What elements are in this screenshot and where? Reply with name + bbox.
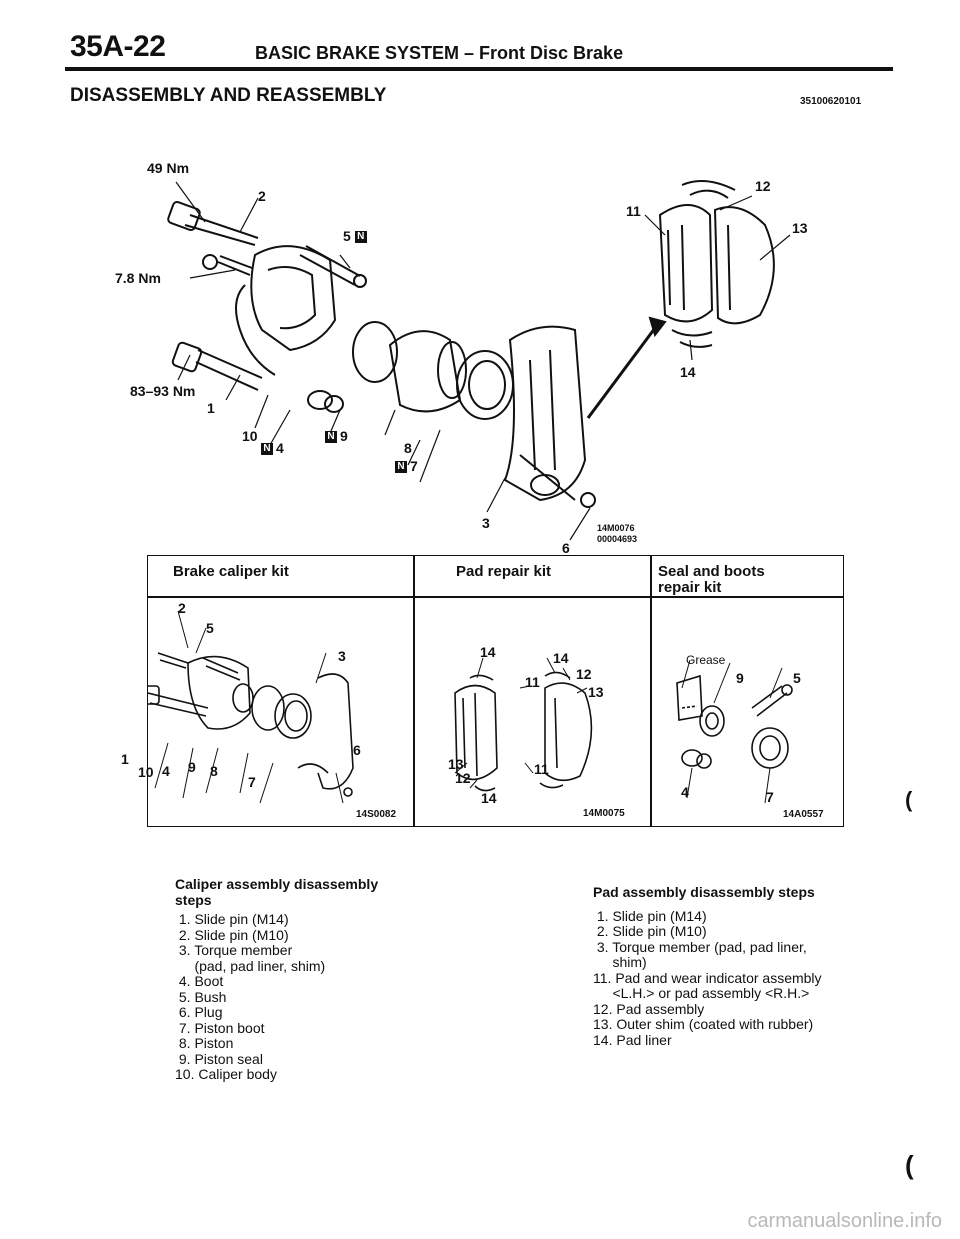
watermark: carmanualsonline.info (747, 1210, 942, 1232)
label-6: 6 (562, 540, 570, 556)
pad-step: shim) (593, 954, 647, 970)
kit-divider (413, 556, 415, 826)
label-13: 13 (792, 220, 808, 236)
pad-step: 14. Pad liner (593, 1031, 672, 1048)
caliper-kit-title: Brake caliper kit (173, 563, 289, 580)
pad-step: 2. Slide pin (M10) (593, 923, 707, 939)
label-11: 11 (626, 203, 641, 219)
pad-kit-label-14a: 14 (480, 644, 496, 660)
caliper-step: (pad, pad liner, shim) (175, 957, 326, 974)
seal-kit-label-5: 5 (793, 670, 801, 686)
pad-kit-label-13a: 13 (588, 684, 604, 700)
caliper-kit-label-9: 9 (188, 759, 196, 775)
caliper-step: 2. Slide pin (M10) (175, 926, 289, 943)
caliper-kit-label-10: 10 (138, 764, 154, 780)
pad-steps-heading: Pad assembly disassembly steps (593, 884, 815, 900)
pad-step: 3. Torque member (pad, pad liner, (593, 938, 807, 955)
caliper-kit-label-8: 8 (210, 763, 218, 779)
kit-divider (650, 556, 652, 826)
header-title: BASIC BRAKE SYSTEM – Front Disc Brake (255, 43, 624, 63)
new-part-mark: N (395, 461, 407, 474)
repair-kit-table: Brake caliper kit Pad repair kit Seal an… (121, 555, 844, 827)
pad-kit-label-14c: 14 (481, 790, 497, 806)
caliper-kit-label-1: 1 (121, 751, 129, 767)
figure-code-1: 14M0076 (597, 523, 635, 533)
pad-step: 13. Outer shim (coated with rubber) (593, 1016, 814, 1032)
figure-code-2: 00004693 (597, 534, 638, 544)
pad-kit-label-13b: 13 (448, 756, 464, 772)
caliper-kit-label-2: 2 (178, 600, 186, 616)
pad-kit-label-14b: 14 (553, 650, 569, 666)
caliper-steps: Caliper assembly disassembly steps 1. Sl… (175, 876, 475, 1083)
caliper-kit-drawing (148, 610, 354, 804)
pad-kit-label-11a: 11 (525, 674, 540, 690)
margin-mark: ( (905, 1150, 914, 1180)
label-14: 14 (680, 364, 696, 380)
pad-kit-title: Pad repair kit (456, 563, 552, 580)
caliper-kit-label-6: 6 (353, 742, 361, 758)
caliper-step: 1. Slide pin (M14) (175, 911, 289, 927)
caliper-kit-label-5: 5 (206, 620, 214, 636)
label-12: 12 (755, 178, 771, 194)
pad-kit-label-12b: 12 (455, 770, 471, 786)
pad-step: 12. Pad assembly (593, 1000, 705, 1017)
exploded-diagram (167, 180, 791, 541)
caliper-kit-label-4: 4 (162, 763, 170, 779)
label-3: 3 (482, 515, 490, 531)
seal-kit-code: 14A0557 (783, 809, 824, 820)
seal-kit-title-2: repair kit (658, 579, 722, 596)
pad-kit-label-11b: 11 (534, 761, 549, 777)
caliper-kit-label-3: 3 (338, 648, 346, 664)
caliper-step: 10. Caliper body (175, 1066, 277, 1082)
caliper-steps-heading-2: steps (175, 891, 212, 908)
seal-kit-label-4: 4 (681, 784, 689, 800)
pad-step: 11. Pad and wear indicator assembly (593, 969, 822, 986)
pad-kit-drawing (454, 657, 593, 792)
caliper-steps-heading: Caliper assembly disassembly (175, 876, 379, 892)
margin-mark: ( (905, 787, 913, 812)
doc-code: 35100620101 (800, 96, 862, 107)
grease-label: Grease (686, 653, 726, 667)
caliper-step: 7. Piston boot (175, 1019, 265, 1036)
caliper-kit-code: 14S0082 (356, 809, 397, 820)
torque-7-8: 7.8 Nm (115, 270, 161, 286)
label-2: 2 (258, 188, 266, 204)
caliper-step: 6. Plug (175, 1004, 223, 1020)
caliper-step: 9. Piston seal (175, 1050, 263, 1067)
caliper-step: 4. Boot (175, 973, 224, 989)
torque-49: 49 Nm (147, 160, 190, 176)
new-part-mark: N (325, 431, 337, 444)
caliper-step: 3. Torque member (175, 942, 293, 958)
caliper-step: 5. Bush (175, 988, 227, 1005)
caliper-kit-label-7: 7 (248, 774, 256, 790)
caliper-step: 8. Piston (175, 1035, 234, 1051)
seal-kit-label-7: 7 (766, 789, 774, 805)
pad-kit-label-12a: 12 (576, 666, 592, 682)
page-number: 35A-22 (70, 30, 166, 63)
new-part-mark: N (354, 231, 367, 244)
seal-kit-drawing (676, 659, 793, 804)
section-title: DISASSEMBLY AND REASSEMBLY (70, 85, 387, 106)
torque-83-93: 83–93 Nm (130, 383, 196, 399)
pad-steps: Pad assembly disassembly steps 1. Slide … (593, 884, 893, 1048)
seal-kit-title-1: Seal and boots (658, 563, 765, 580)
new-part-mark: N (261, 443, 273, 456)
header-rule (65, 67, 893, 71)
kit-header-rule (148, 596, 843, 598)
label-10: 10 (242, 428, 258, 444)
label-8: 8 (404, 440, 412, 456)
pad-step: 1. Slide pin (M14) (593, 907, 707, 924)
pad-kit-code: 14M0075 (583, 808, 625, 819)
pad-step: <L.H.> or pad assembly <R.H.> (593, 985, 810, 1001)
label-5: 5 N (343, 228, 370, 244)
seal-kit-label-9: 9 (736, 670, 744, 686)
label-1: 1 (207, 400, 215, 416)
